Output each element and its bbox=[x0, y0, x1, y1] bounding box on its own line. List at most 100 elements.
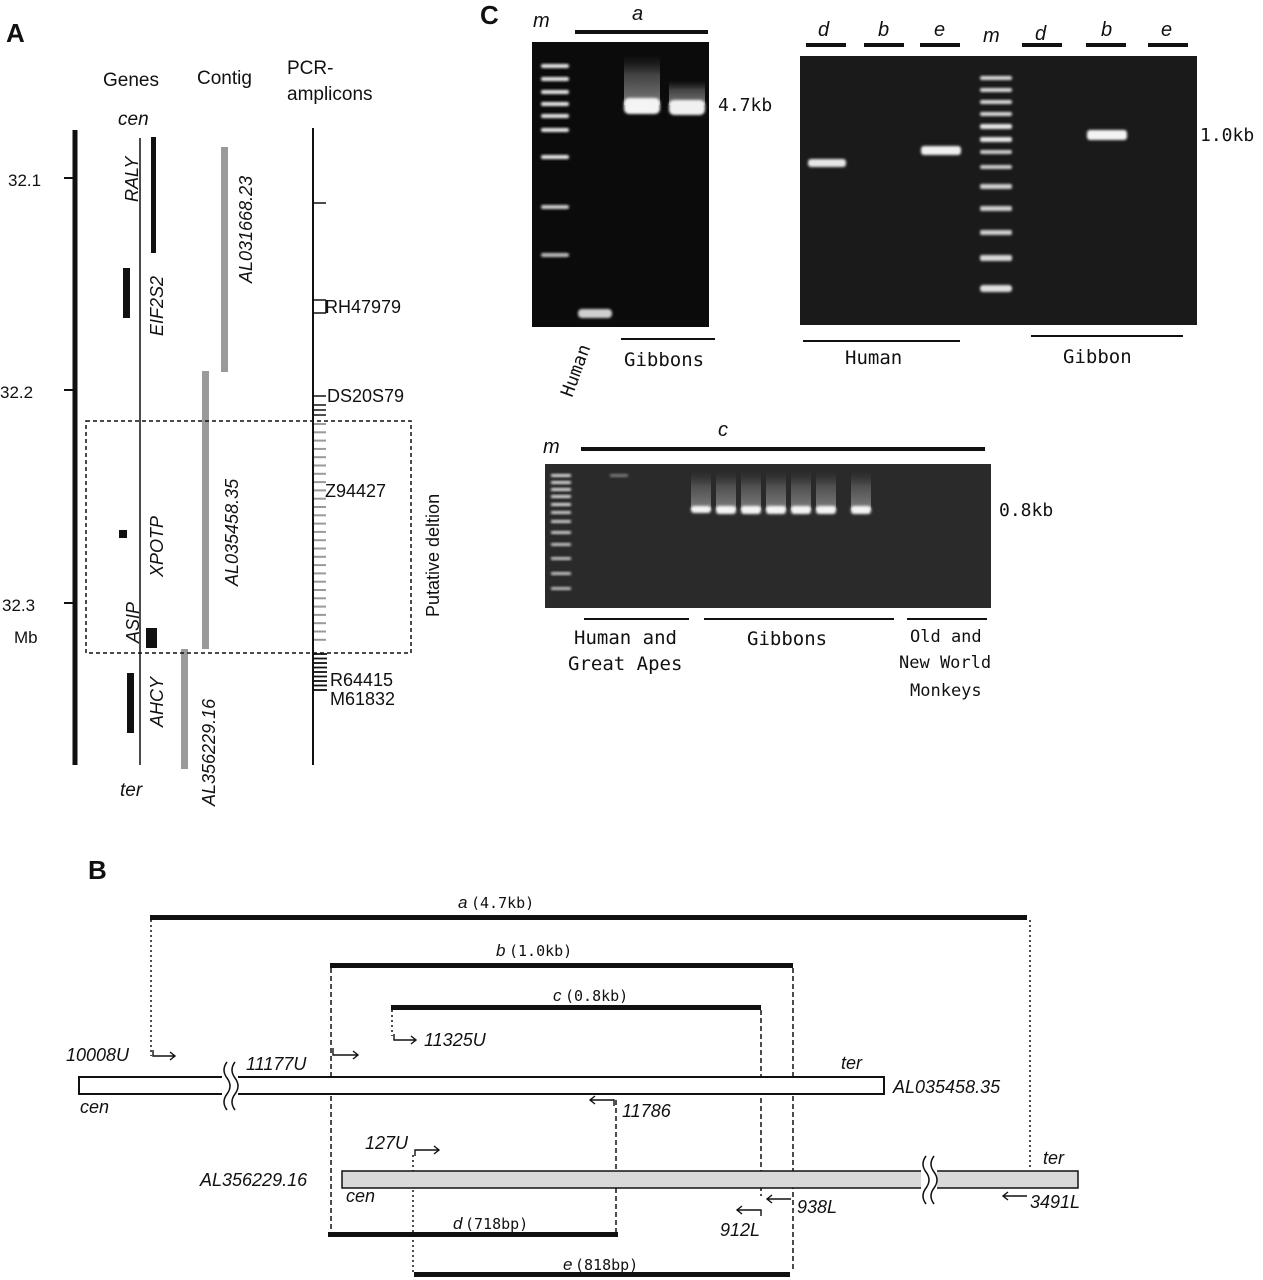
putative-deletion-label: Putative deltion bbox=[423, 494, 443, 617]
contig-bar-al356229 bbox=[181, 649, 188, 769]
primer-label-11325u: 11325U bbox=[424, 1030, 487, 1050]
marker-label-z94427: Z94427 bbox=[325, 481, 386, 501]
break-symbol-bottom bbox=[921, 1156, 937, 1204]
primer-label-938l: 938L bbox=[797, 1197, 837, 1217]
gel2-primer-e1: e bbox=[934, 19, 945, 41]
panel-a: A Genes Contig PCR- amplicons cen ter 32… bbox=[0, 18, 443, 807]
gene-label-eif2s2: EIF2S2 bbox=[147, 276, 167, 336]
primer-label-11177u: 11177U bbox=[246, 1054, 307, 1074]
gene-bar-eif2s2 bbox=[123, 268, 130, 318]
panel-c-letter: C bbox=[480, 0, 499, 30]
scale-label-32-2: 32.2 bbox=[0, 383, 33, 402]
amplicon-label-b: b (1.0kb) bbox=[496, 941, 572, 960]
column-header-pcr-line2: amplicons bbox=[287, 84, 373, 105]
gel2-primer-e2: e bbox=[1161, 19, 1172, 41]
gel1-group-gibbons-bar bbox=[621, 338, 715, 340]
gel2-primer-d1: d bbox=[818, 19, 830, 41]
gel3-group3-bar bbox=[907, 618, 987, 620]
amplicon-label-e: e (818bp) bbox=[563, 1255, 638, 1274]
panel-a-letter: A bbox=[6, 18, 25, 48]
amplicon-size-e: (818bp) bbox=[575, 1256, 638, 1274]
gel3-group3-line2: New World bbox=[899, 653, 991, 673]
marker-label-ds20s79: DS20S79 bbox=[327, 386, 404, 406]
panel-b-letter: B bbox=[88, 855, 107, 885]
amplicon-bar-b bbox=[330, 963, 793, 968]
gel1-gibbon-smear-1 bbox=[624, 55, 660, 105]
gel3-group3-line3: Monkeys bbox=[910, 681, 982, 701]
column-header-genes: Genes bbox=[103, 70, 159, 91]
clone-label-al356229: AL356229.16 bbox=[199, 1170, 308, 1190]
gel3-group2: Gibbons bbox=[747, 628, 827, 650]
gel3-group3-line1: Old and bbox=[910, 627, 982, 647]
gel2-primer-bar-e1 bbox=[920, 43, 960, 47]
gene-bar-raly bbox=[151, 137, 156, 253]
telomere-label: ter bbox=[120, 780, 143, 801]
gel3-marker-label: m bbox=[543, 436, 560, 458]
gel1-marker-label: m bbox=[533, 10, 550, 32]
arrow-127u bbox=[415, 1146, 439, 1156]
gel1-primer-bar bbox=[575, 30, 708, 34]
clone-label-al035458: AL035458.35 bbox=[892, 1077, 1001, 1097]
primer-label-10008u: 10008U bbox=[66, 1045, 130, 1065]
contig-label-al356229: AL356229.16 bbox=[199, 698, 219, 807]
amplicon-bar-a bbox=[150, 915, 1027, 920]
gel2-primer-b1: b bbox=[878, 19, 889, 41]
gel1-gibbon-band-1 bbox=[624, 98, 660, 114]
amplicon-bar-c bbox=[391, 1005, 761, 1010]
gel3-faint-band bbox=[610, 474, 628, 477]
arrow-912l bbox=[737, 1206, 761, 1216]
clone-top-ter: ter bbox=[841, 1053, 863, 1073]
gel2-primer-bar-e2 bbox=[1148, 43, 1188, 47]
contig-label-al031668: AL031668.23 bbox=[236, 176, 256, 284]
gel3-group1-line1: Human and bbox=[574, 627, 677, 649]
gel2-band-human-e bbox=[921, 146, 961, 155]
clone-top-cen: cen bbox=[80, 1097, 109, 1117]
amplicon-name-d: d bbox=[453, 1214, 463, 1233]
gene-label-ahcy: AHCY bbox=[147, 675, 167, 728]
arrow-11786 bbox=[590, 1096, 614, 1106]
amplicon-size-d: (718bp) bbox=[465, 1215, 528, 1233]
gel3-group1-bar bbox=[584, 618, 689, 620]
arrow-938l bbox=[767, 1195, 791, 1203]
scale-label-32-1: 32.1 bbox=[8, 171, 41, 190]
gel2-band-gibbon-b bbox=[1087, 130, 1127, 140]
gel1-gibbon-band-2 bbox=[669, 100, 705, 115]
deletion-amplicon-ticks bbox=[314, 424, 326, 640]
gel3-group2-bar bbox=[704, 618, 894, 620]
gel2-group-human-bar bbox=[803, 340, 960, 342]
primer-label-3491l: 3491L bbox=[1030, 1192, 1080, 1212]
scale-unit: Mb bbox=[14, 628, 38, 647]
gene-label-raly: RALY bbox=[122, 155, 142, 202]
amplicon-size-a: (4.7kb) bbox=[471, 894, 534, 912]
clone-bottom-ter: ter bbox=[1043, 1148, 1065, 1168]
gel3-group1-line2: Great Apes bbox=[568, 653, 682, 675]
contig-label-al035458: AL035458.35 bbox=[222, 478, 242, 587]
contig-bar-al031668 bbox=[221, 147, 228, 372]
gel1-group-human: Human bbox=[557, 342, 595, 400]
gene-bar-ahcy bbox=[127, 673, 134, 733]
gel2-group-gibbon-bar bbox=[1031, 335, 1183, 337]
clone-bar-al035458 bbox=[79, 1077, 884, 1094]
gel1-primer-label: a bbox=[632, 3, 643, 25]
gel2-primer-bar-d2 bbox=[1022, 43, 1062, 47]
gel2-band-human-d bbox=[808, 159, 846, 167]
gel2-primer-bar-b2 bbox=[1086, 43, 1126, 47]
gel2-primer-labels: d b e m d b e bbox=[806, 19, 1188, 47]
break-symbol-top bbox=[222, 1062, 238, 1110]
amplicon-name-a: a bbox=[458, 893, 467, 912]
gene-bar-asip bbox=[146, 628, 157, 648]
gel2-primer-bar-b1 bbox=[864, 43, 904, 47]
gel2-group-gibbon: Gibbon bbox=[1063, 346, 1132, 368]
amplicon-size-c: (0.8kb) bbox=[565, 987, 628, 1005]
primer-label-11786: 11786 bbox=[622, 1101, 672, 1121]
centromere-label: cen bbox=[118, 109, 149, 130]
primer-label-127u: 127U bbox=[365, 1133, 409, 1153]
gene-label-xpotp: XPOTP bbox=[147, 516, 167, 578]
panel-b: B a (4.7kb) b (1.0kb) c (0.8kb) d (718bp… bbox=[66, 855, 1080, 1277]
amplicon-label-a: a (4.7kb) bbox=[458, 893, 534, 912]
marker-label-r64415: R64415 bbox=[330, 670, 393, 690]
gel3-primer-bar bbox=[581, 447, 985, 451]
gel2-marker-label: m bbox=[983, 25, 1000, 47]
amplicon-label-d: d (718bp) bbox=[453, 1214, 528, 1233]
gel1-size-label: 4.7kb bbox=[718, 95, 772, 116]
